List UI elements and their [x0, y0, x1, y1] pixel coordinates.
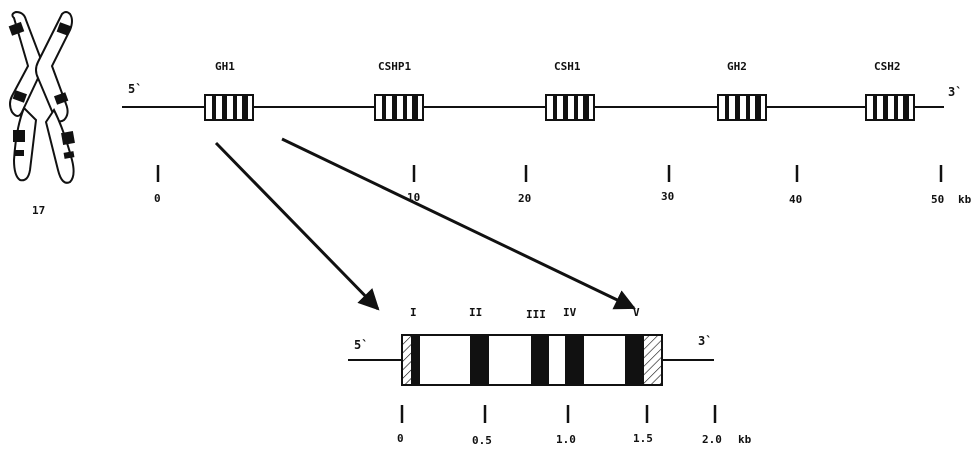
detail-tick-label: 2.0 [702, 433, 722, 446]
chromosome-label: 17 [32, 204, 45, 217]
gene-csh1: CSH1 [545, 60, 595, 121]
gene-label-gh2: GH2 [727, 60, 747, 73]
gene-csh2: CSH2 [865, 60, 915, 121]
exon-1 [411, 335, 420, 385]
gene-label-csh1: CSH1 [554, 60, 581, 73]
exon-label: IV [563, 306, 577, 319]
gene-gh2: GH2 [717, 60, 767, 121]
detail-tick-label: 1.5 [633, 432, 653, 445]
detail-five-prime: 5` [354, 338, 368, 352]
locus-tick-label: 0 [154, 192, 161, 205]
locus-three-prime: 3` [948, 85, 962, 99]
exon-2 [470, 335, 489, 385]
exon-4 [565, 335, 584, 385]
exon-label: II [469, 306, 482, 319]
utr-5-region [403, 336, 411, 384]
detail-tick-label: 0.5 [472, 434, 492, 447]
detail-three-prime: 3` [698, 334, 712, 348]
gene-label-cshp1: CSHP1 [378, 60, 411, 73]
locus-scale: 0 10 20 30 40 50 kb [154, 165, 972, 206]
locus-scale-unit: kb [958, 193, 972, 206]
locus-tick-label: 40 [789, 193, 802, 206]
utr-3-region [644, 336, 661, 384]
gene-detail: 5` 3` I II III IV V 0 0.5 1.0 1.5 2.0 kb [348, 306, 752, 447]
locus-tick-label: 30 [661, 190, 674, 203]
exon-3 [531, 335, 549, 385]
gene-cshp1: CSHP1 [374, 60, 424, 121]
exon-5 [625, 335, 644, 385]
detail-scale-unit: kb [738, 433, 752, 446]
locus-tick-label: 20 [518, 192, 531, 205]
locus-tick-label: 50 [931, 193, 944, 206]
exon-label: I [410, 306, 417, 319]
detail-tick-label: 1.0 [556, 433, 576, 446]
locus-map: 5` 3` GH1 CSHP1 CSH1 [122, 60, 972, 206]
chromosome-17-icon [8, 10, 75, 184]
locus-five-prime: 5` [128, 82, 142, 96]
gene-gh1: GH1 [204, 60, 254, 121]
exon-label: V [633, 306, 640, 319]
gene-label-gh1: GH1 [215, 60, 235, 73]
zoom-arrow-right [281, 137, 636, 310]
zoom-arrow-left [214, 141, 380, 311]
exon-label: III [526, 308, 546, 321]
gene-label-csh2: CSH2 [874, 60, 901, 73]
detail-tick-label: 0 [397, 432, 404, 445]
